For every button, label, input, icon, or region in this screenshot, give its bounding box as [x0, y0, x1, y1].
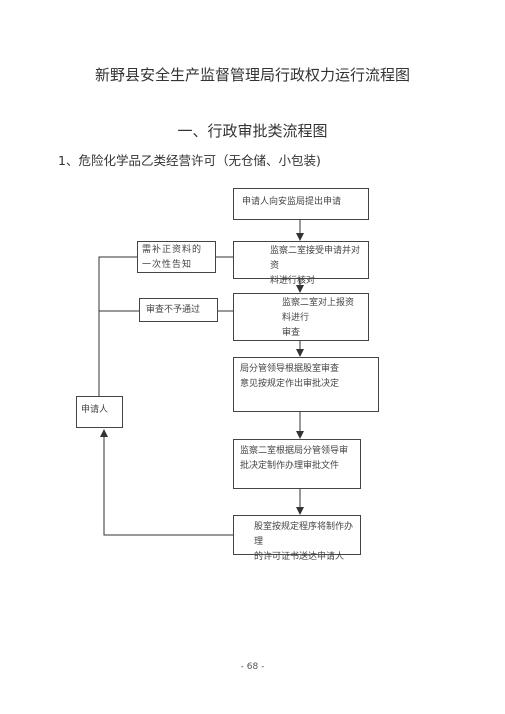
step-apply-box: 申请人向安监局提出申请 [233, 188, 369, 220]
step-document-line1: 监察二室根据局分管领导审 [240, 446, 349, 456]
step-review-box: 监察二室对上报资料进行 审查 [233, 293, 369, 341]
step-deliver-line2: 的许可证书送达申请人 [254, 552, 345, 562]
review-rejected-box: 审查不予通过 [139, 298, 218, 322]
page-number: - 68 - [240, 662, 265, 672]
step-deliver-box: 股室按规定程序将制作办理 的许可证书送达申请人 [233, 515, 361, 562]
step-review-line2: 审查 [282, 328, 301, 338]
step-apply-text: 申请人向安监局提出申请 [242, 197, 342, 207]
step-receive-line1: 监察二室接受申请并对资 [270, 246, 361, 271]
supplement-notice-line2: 一次性告知 [142, 260, 193, 270]
step-decision-line1: 局分管领导根据股室审查 [240, 364, 340, 374]
step-decision-box: 局分管领导根据股室审查 意见按规定作出审批决定 [233, 357, 379, 412]
applicant-text: 申请人 [81, 405, 109, 415]
review-rejected-text: 审查不予通过 [146, 305, 201, 315]
step-review-line1: 监察二室对上报资料进行 [282, 298, 355, 323]
supplement-notice-line1: 需补正资料的 [142, 245, 203, 255]
section-title: 一、行政审批类流程图 [177, 122, 328, 140]
step-receive-line2: 料进行核对 [270, 276, 316, 286]
document-title: 新野县安全生产监督管理局行政权力运行流程图 [94, 66, 410, 84]
step-decision-line2: 意见按规定作出审批决定 [240, 379, 340, 389]
step-receive-box: 监察二室接受申请并对资 料进行核对 [233, 241, 369, 286]
applicant-box: 申请人 [76, 396, 123, 428]
step-document-line2: 批决定制作办理审批文件 [240, 461, 340, 471]
supplement-notice-box: 需补正资料的 一次性告知 [137, 241, 216, 273]
step-deliver-line1: 股室按规定程序将制作办理 [254, 522, 354, 547]
arrow-step6-applicant [100, 429, 233, 536]
step-document-box: 监察二室根据局分管领导审 批决定制作办理审批文件 [233, 439, 361, 489]
item-title: 1、危险化学品乙类经营许可（无仓储、小包装) [58, 153, 321, 168]
line-supplement-applicant [98, 256, 137, 396]
